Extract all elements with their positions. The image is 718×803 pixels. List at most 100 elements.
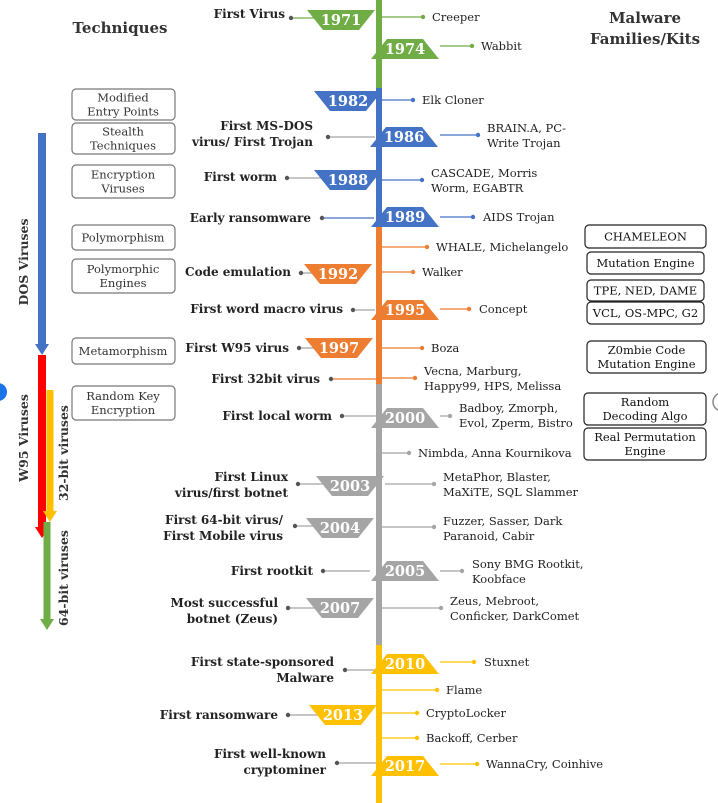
year-badge-2003 (316, 476, 384, 496)
year-label-2000: 2000 (385, 410, 425, 427)
event-label: virus/ First Trojan (191, 135, 313, 149)
event-label: cryptominer (244, 763, 327, 777)
technique-label: Polymorphic (87, 262, 160, 276)
kit-box (586, 301, 705, 325)
kit-label: Mutation Engine (598, 357, 696, 371)
event-label: botnet (Zeus) (187, 612, 278, 626)
malware-family-label: BRAIN.A, PC- (487, 121, 566, 135)
family-dot (431, 524, 437, 530)
kit-label: Random (621, 395, 669, 409)
malware-family-label: Koobface (472, 572, 526, 586)
malware-family-label: Sony BMG Rootkit, (472, 557, 583, 571)
event-dot (320, 568, 326, 574)
families-header-line1: Malware (609, 9, 681, 27)
family-dot (420, 14, 426, 20)
kit-box (583, 427, 707, 461)
event-dot (288, 15, 294, 21)
event-label: First W95 virus (185, 341, 289, 355)
year-badge-2010 (371, 654, 439, 674)
bit32-era-arrow-head (43, 511, 57, 522)
malware-family-label: WannaCry, Coinhive (486, 757, 603, 771)
malware-family-label: Creeper (432, 10, 480, 24)
event-dot (296, 345, 302, 351)
family-dot (424, 244, 430, 250)
family-dot (419, 345, 425, 351)
event-label: First Virus (214, 7, 286, 21)
year-label-2017: 2017 (385, 758, 425, 775)
kit-box (586, 340, 707, 374)
kit-box (583, 392, 707, 426)
kit-label: TPE, NED, DAME (594, 284, 697, 298)
malware-family-label: Worm, EGABTR (431, 181, 524, 195)
technique-label: Techniques (90, 139, 156, 153)
malware-family-label: Concept (479, 302, 528, 316)
technique-box (71, 385, 176, 421)
year-label-1986: 1986 (384, 129, 424, 146)
family-dot (469, 43, 475, 49)
technique-label: Modified (97, 91, 149, 105)
year-badge-2017 (371, 756, 439, 776)
year-label-1989: 1989 (385, 209, 425, 226)
event-dot (285, 605, 291, 611)
year-badge-2000 (371, 408, 439, 428)
event-label: First Linux (215, 470, 289, 484)
year-badge-1982 (314, 91, 382, 111)
dos-era-arrow (38, 133, 46, 346)
family-dot (434, 687, 440, 693)
event-label: First local worm (222, 409, 332, 423)
dos-era-arrow-head (35, 344, 49, 355)
year-badge-1997 (305, 338, 373, 358)
malware-family-label: Evol, Zperm, Bistro (459, 416, 573, 430)
family-dot (414, 710, 420, 716)
year-badge-1992 (304, 264, 372, 284)
family-dot (471, 659, 477, 665)
technique-label: Viruses (100, 182, 144, 196)
kit-label: Engine (624, 444, 665, 458)
event-dot (298, 270, 304, 276)
family-dot (470, 214, 476, 220)
event-label: First word macro virus (190, 302, 343, 316)
event-label: First MS-DOS (220, 119, 313, 133)
technique-box (71, 224, 176, 251)
right-edge-marker (712, 393, 718, 411)
kit-label: Mutation Engine (597, 256, 695, 270)
event-dot (334, 760, 340, 766)
year-label-2010: 2010 (385, 656, 425, 673)
event-label: Early ransomware (190, 211, 312, 225)
event-label: First ransomware (160, 708, 279, 722)
malware-family-label: MaXiTE, SQL Slammer (443, 485, 578, 499)
family-dot (447, 413, 453, 419)
year-label-1971: 1971 (321, 12, 361, 29)
malware-family-label: Write Trojan (487, 136, 561, 150)
technique-label: Metamorphism (79, 344, 168, 358)
year-badge-2013 (309, 705, 377, 725)
year-badge-1971 (307, 10, 375, 30)
family-dot (438, 605, 444, 611)
technique-label: Stealth (102, 125, 144, 139)
event-label: First Mobile virus (163, 529, 283, 543)
technique-label: Encryption (91, 403, 156, 417)
year-label-2004: 2004 (320, 520, 360, 537)
event-dot (328, 376, 334, 382)
malware-family-label: Happy99, HPS, Melissa (424, 379, 561, 393)
event-dot (325, 134, 331, 140)
malware-family-label: CryptoLocker (426, 706, 506, 720)
bit64-era-arrow-head (40, 619, 54, 630)
malware-family-label: Fuzzer, Sasser, Dark (443, 514, 563, 528)
kit-box (586, 279, 705, 302)
event-dot (284, 175, 290, 181)
technique-box (71, 88, 176, 121)
kit-label: Z0mbie Code (608, 343, 686, 357)
event-dot (295, 481, 301, 487)
technique-box (71, 122, 176, 155)
families-header-line2: Families/Kits (590, 30, 700, 48)
technique-label: Entry Points (87, 105, 159, 119)
spine-segment (376, 222, 382, 384)
left-edge-marker (0, 383, 7, 401)
spine-segment (376, 384, 382, 645)
malware-family-label: Stuxnet (484, 655, 530, 669)
year-badge-1989 (371, 207, 439, 227)
family-dot (410, 97, 416, 103)
family-dot (414, 735, 420, 741)
family-dot (466, 306, 472, 312)
